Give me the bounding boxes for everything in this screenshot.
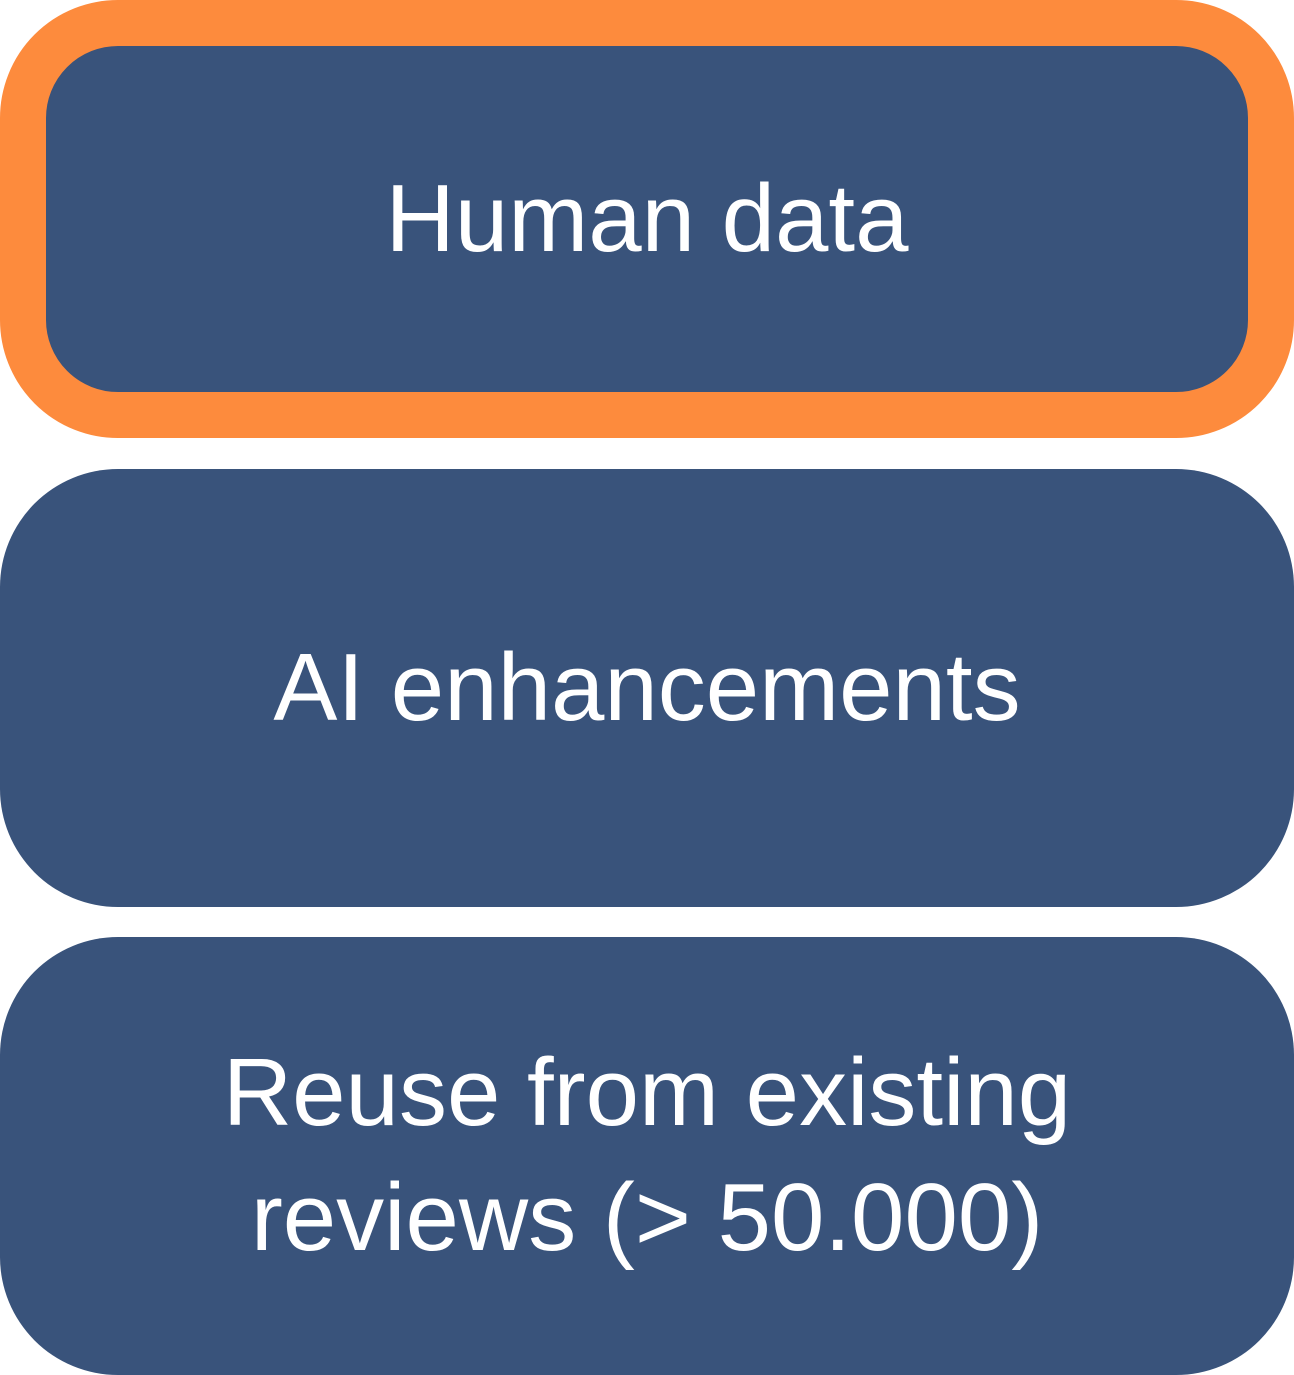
human-data-box: Human data <box>0 0 1294 438</box>
reuse-existing-reviews-label: Reuse from existing reviews (> 50.000) <box>222 1039 1072 1271</box>
reuse-existing-reviews-box: Reuse from existing reviews (> 50.000) <box>0 937 1294 1375</box>
human-data-label: Human data <box>385 164 909 272</box>
ai-enhancements-box: AI enhancements <box>0 469 1294 907</box>
ai-enhancements-label: AI enhancements <box>273 633 1021 741</box>
